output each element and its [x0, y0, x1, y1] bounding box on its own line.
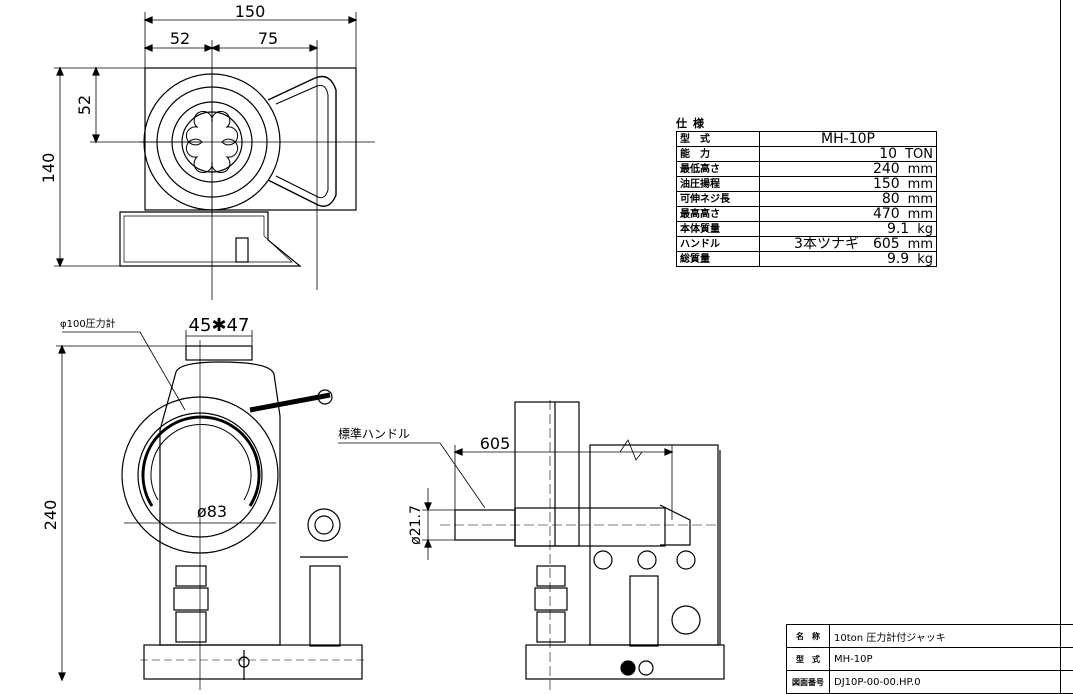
spec-key: 可伸ネジ長 [676, 191, 760, 207]
dim-top-right: 75 [258, 29, 278, 48]
title-row: 型 式 MH-10P [787, 648, 1073, 671]
frame-border [1060, 0, 1061, 694]
title-row: 名 称 10ton 圧力計付ジャッキ [787, 625, 1073, 648]
title-block: 名 称 10ton 圧力計付ジャッキ型 式 MH-10P 図面番号 DJ10P-00-0… [786, 624, 1073, 694]
spec-key: 本体質量 [676, 221, 760, 237]
gauge-note: φ100圧力計 [60, 317, 116, 330]
dim-handle-length: 605 [480, 434, 511, 453]
top-view: 150 52 75 140 52 [39, 2, 375, 300]
dim-front-height: 240 [41, 500, 60, 531]
spec-key: 油圧揚程 [676, 176, 760, 192]
dim-top-left: 52 [170, 29, 190, 48]
spec-caption: 仕様 [676, 117, 710, 130]
title-key: 図面番号 [787, 671, 830, 693]
title-key: 型 式 [787, 648, 830, 670]
spec-key: 総質量 [676, 251, 760, 267]
title-key: 名 称 [787, 625, 830, 647]
dim-handle-dia: ø21.7 [408, 505, 424, 545]
dim-gauge-dia: ø83 [197, 502, 227, 521]
spec-key: 最低高さ [676, 161, 760, 177]
title-row: 図面番号 DJ10P-00-00.HP.0 [787, 671, 1073, 694]
spec-value: MH-10P [759, 131, 937, 147]
side-view: 標準ハンドル 605 ø21.7 [338, 400, 725, 690]
spec-key: ハンドル [676, 236, 760, 252]
title-value: MH-10P [834, 653, 873, 665]
spec-key: 型 式 [676, 131, 760, 147]
title-value: 10ton 圧力計付ジャッキ [834, 632, 946, 644]
spec-key: 最高高さ [676, 206, 760, 222]
dim-top-nut: 45✱47 [189, 315, 250, 336]
dim-top-width: 150 [235, 2, 266, 21]
title-value: DJ10P-00-00.HP.0 [834, 676, 921, 688]
dim-left-vertical: 52 [75, 95, 94, 115]
dim-total-height: 140 [39, 153, 58, 184]
front-view: φ100圧力計 45✱47 240 ø83 [41, 315, 365, 690]
handle-label: 標準ハンドル [338, 426, 410, 441]
spec-key: 能 力 [676, 146, 760, 162]
